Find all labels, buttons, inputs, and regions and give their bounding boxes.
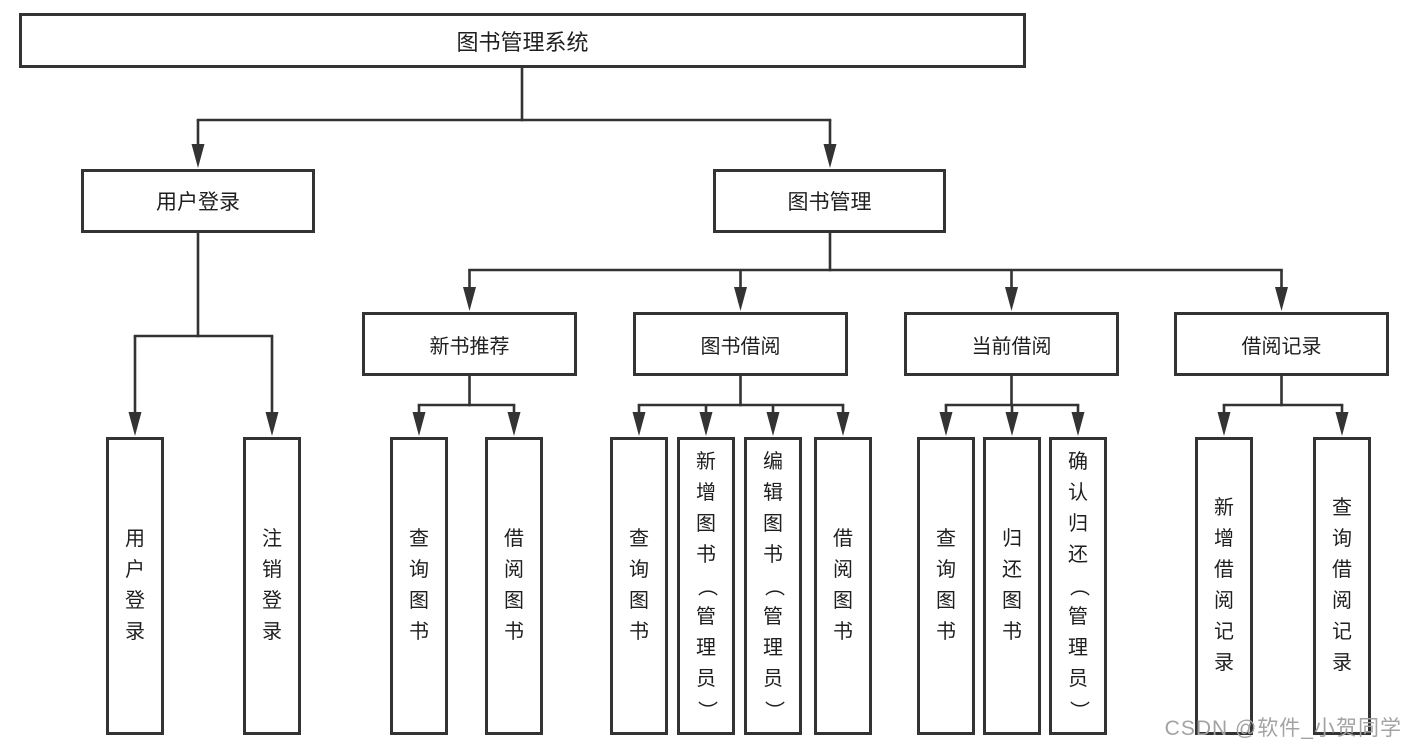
leaf-borrow-books-newrec: 借阅图书 xyxy=(485,437,543,735)
edge-record-to-leaves xyxy=(1217,376,1349,436)
edge-root-to-level2 xyxy=(191,68,837,168)
node-label: 用户登录 xyxy=(125,528,145,643)
edge-newrec-to-leaves xyxy=(412,376,521,436)
node-label: 借阅图书 xyxy=(833,528,853,643)
leaf-add-books-admin: 新增图书（管理员） xyxy=(677,437,735,735)
edge-current-to-leaves xyxy=(939,376,1085,436)
node-label: 当前借阅 xyxy=(971,335,1052,358)
node-label: 编辑图书（管理员） xyxy=(762,450,785,721)
node-label: 归还图书 xyxy=(1002,528,1022,643)
csdn-watermark: CSDN @软件_小贺同学 xyxy=(1164,717,1402,740)
node-label: 新增借阅记录 xyxy=(1214,497,1234,674)
edge-borrow-to-leaves xyxy=(632,376,850,436)
leaf-query-books-borrow: 查询图书 xyxy=(610,437,668,735)
leaf-borrow-books: 借阅图书 xyxy=(814,437,872,735)
node-label: 借阅图书 xyxy=(504,528,524,643)
node-label: 用户登录 xyxy=(156,191,240,214)
leaf-query-books-newrec: 查询图书 xyxy=(390,437,448,735)
node-label: 图书借阅 xyxy=(700,335,781,358)
edge-user-login-to-leaves xyxy=(128,233,279,436)
node-label: 新增图书（管理员） xyxy=(695,450,718,721)
leaf-query-books-current: 查询图书 xyxy=(917,437,975,735)
node-book-management: 图书管理 xyxy=(713,169,946,233)
node-borrow-records: 借阅记录 xyxy=(1174,312,1389,376)
node-label: 查询图书 xyxy=(936,528,956,643)
node-label: 查询图书 xyxy=(629,528,649,643)
node-label: 新书推荐 xyxy=(429,335,510,358)
leaf-return-books: 归还图书 xyxy=(983,437,1041,735)
leaf-logout: 注销登录 xyxy=(243,437,301,735)
node-label: 图书管理系统 xyxy=(456,29,589,55)
node-label: 注销登录 xyxy=(262,528,282,643)
leaf-edit-books-admin: 编辑图书（管理员） xyxy=(744,437,802,735)
node-label: 查询借阅记录 xyxy=(1332,497,1352,674)
node-label: 确认归还（管理员） xyxy=(1067,450,1090,721)
node-book-borrowing: 图书借阅 xyxy=(633,312,848,376)
leaf-add-borrow-record: 新增借阅记录 xyxy=(1195,437,1253,735)
node-user-login: 用户登录 xyxy=(81,169,315,233)
leaf-query-borrow-record: 查询借阅记录 xyxy=(1313,437,1371,735)
node-new-book-recommend: 新书推荐 xyxy=(362,312,577,376)
node-label: 查询图书 xyxy=(409,528,429,643)
edge-book-mgmt-to-level3 xyxy=(463,233,1288,311)
node-system-root: 图书管理系统 xyxy=(19,13,1026,68)
node-current-borrowing: 当前借阅 xyxy=(904,312,1119,376)
node-label: 借阅记录 xyxy=(1241,335,1322,358)
leaf-user-login: 用户登录 xyxy=(106,437,164,735)
node-label: 图书管理 xyxy=(787,191,872,214)
leaf-confirm-return-admin: 确认归还（管理员） xyxy=(1049,437,1107,735)
